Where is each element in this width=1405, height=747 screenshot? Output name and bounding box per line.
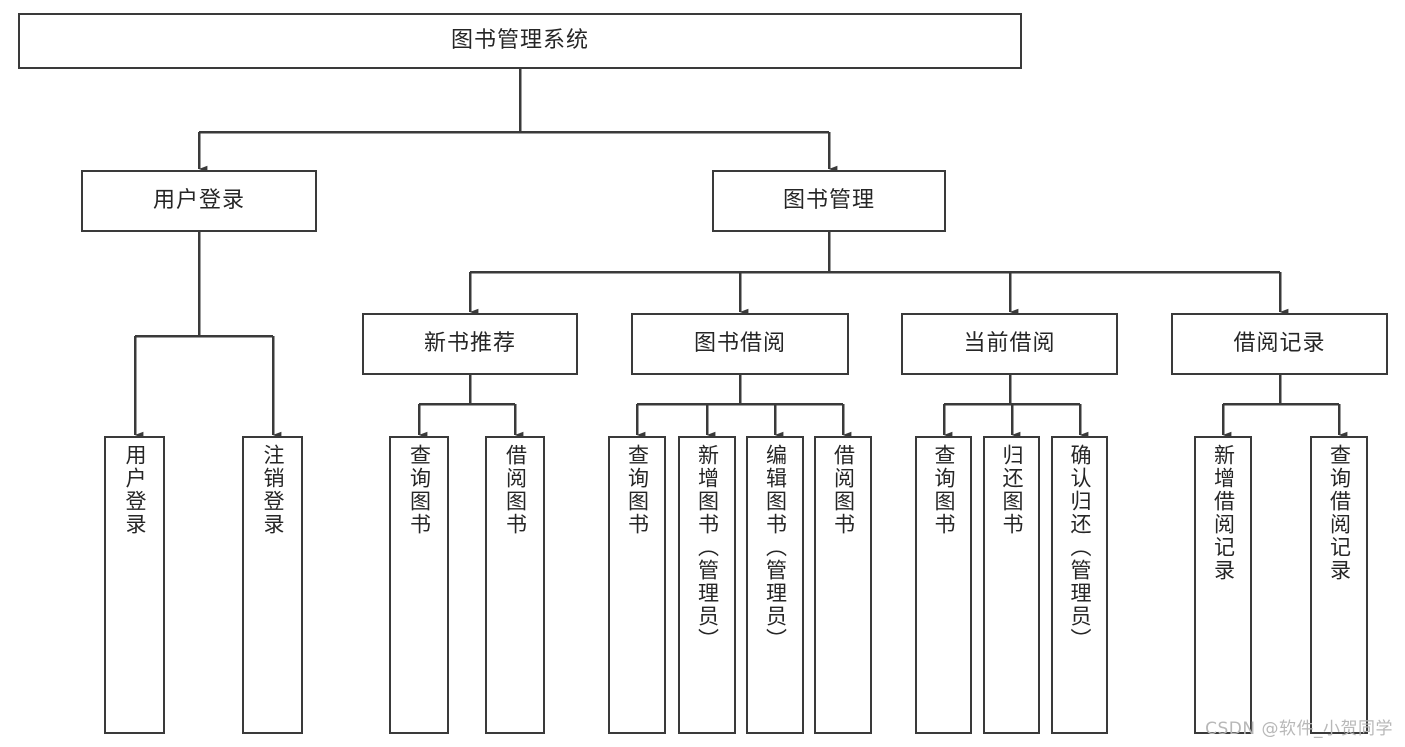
node-leaf-borrow-query[interactable]: 查询图书 [608,436,666,734]
node-label: 借阅图书 [831,444,856,536]
node-label: 注销登录 [260,444,285,536]
node-leaf-user-logout[interactable]: 注销登录 [242,436,303,734]
node-root[interactable]: 图书管理系统 [18,13,1022,69]
node-l3-current[interactable]: 当前借阅 [901,313,1118,375]
node-label: 查询图书 [407,444,432,536]
node-leaf-user-login[interactable]: 用户登录 [104,436,165,734]
node-leaf-rec-add[interactable]: 新增借阅记录 [1194,436,1252,734]
node-label: 用户登录 [152,187,245,213]
node-label: 查询图书 [931,444,956,536]
node-l3-record[interactable]: 借阅记录 [1171,313,1388,375]
node-label: 查询借阅记录 [1327,444,1352,582]
node-label: 图书借阅 [693,330,786,356]
node-leaf-rec-query[interactable]: 查询借阅记录 [1310,436,1368,734]
node-leaf-new-query[interactable]: 查询图书 [389,436,449,734]
node-leaf-cur-confirm[interactable]: 确认归还（管理员） [1051,436,1108,734]
node-label: 借阅记录 [1233,330,1326,356]
node-label: 新增借阅记录 [1211,444,1236,582]
node-label: 图书管理 [782,187,875,213]
node-leaf-new-borrow[interactable]: 借阅图书 [485,436,545,734]
node-label: 归还图书 [999,444,1024,536]
node-label: 新增图书（管理员） [695,444,720,651]
node-leaf-borrow-do[interactable]: 借阅图书 [814,436,872,734]
node-label: 确认归还（管理员） [1067,444,1092,651]
node-l3-borrow[interactable]: 图书借阅 [631,313,849,375]
node-leaf-borrow-edit[interactable]: 编辑图书（管理员） [746,436,804,734]
node-label: 新书推荐 [423,330,516,356]
node-leaf-cur-return[interactable]: 归还图书 [983,436,1040,734]
node-l3-new[interactable]: 新书推荐 [362,313,578,375]
node-label: 用户登录 [122,444,147,536]
node-label: 查询图书 [625,444,650,536]
node-label: 借阅图书 [503,444,528,536]
node-label: 编辑图书（管理员） [763,444,788,651]
node-label: 当前借阅 [963,330,1056,356]
node-leaf-cur-query[interactable]: 查询图书 [915,436,972,734]
node-leaf-borrow-add[interactable]: 新增图书（管理员） [678,436,736,734]
node-label: 图书管理系统 [450,27,589,53]
node-l2-book[interactable]: 图书管理 [712,170,946,232]
node-l2-user[interactable]: 用户登录 [81,170,317,232]
watermark: CSDN @软件_小贺同学 [1205,719,1393,739]
